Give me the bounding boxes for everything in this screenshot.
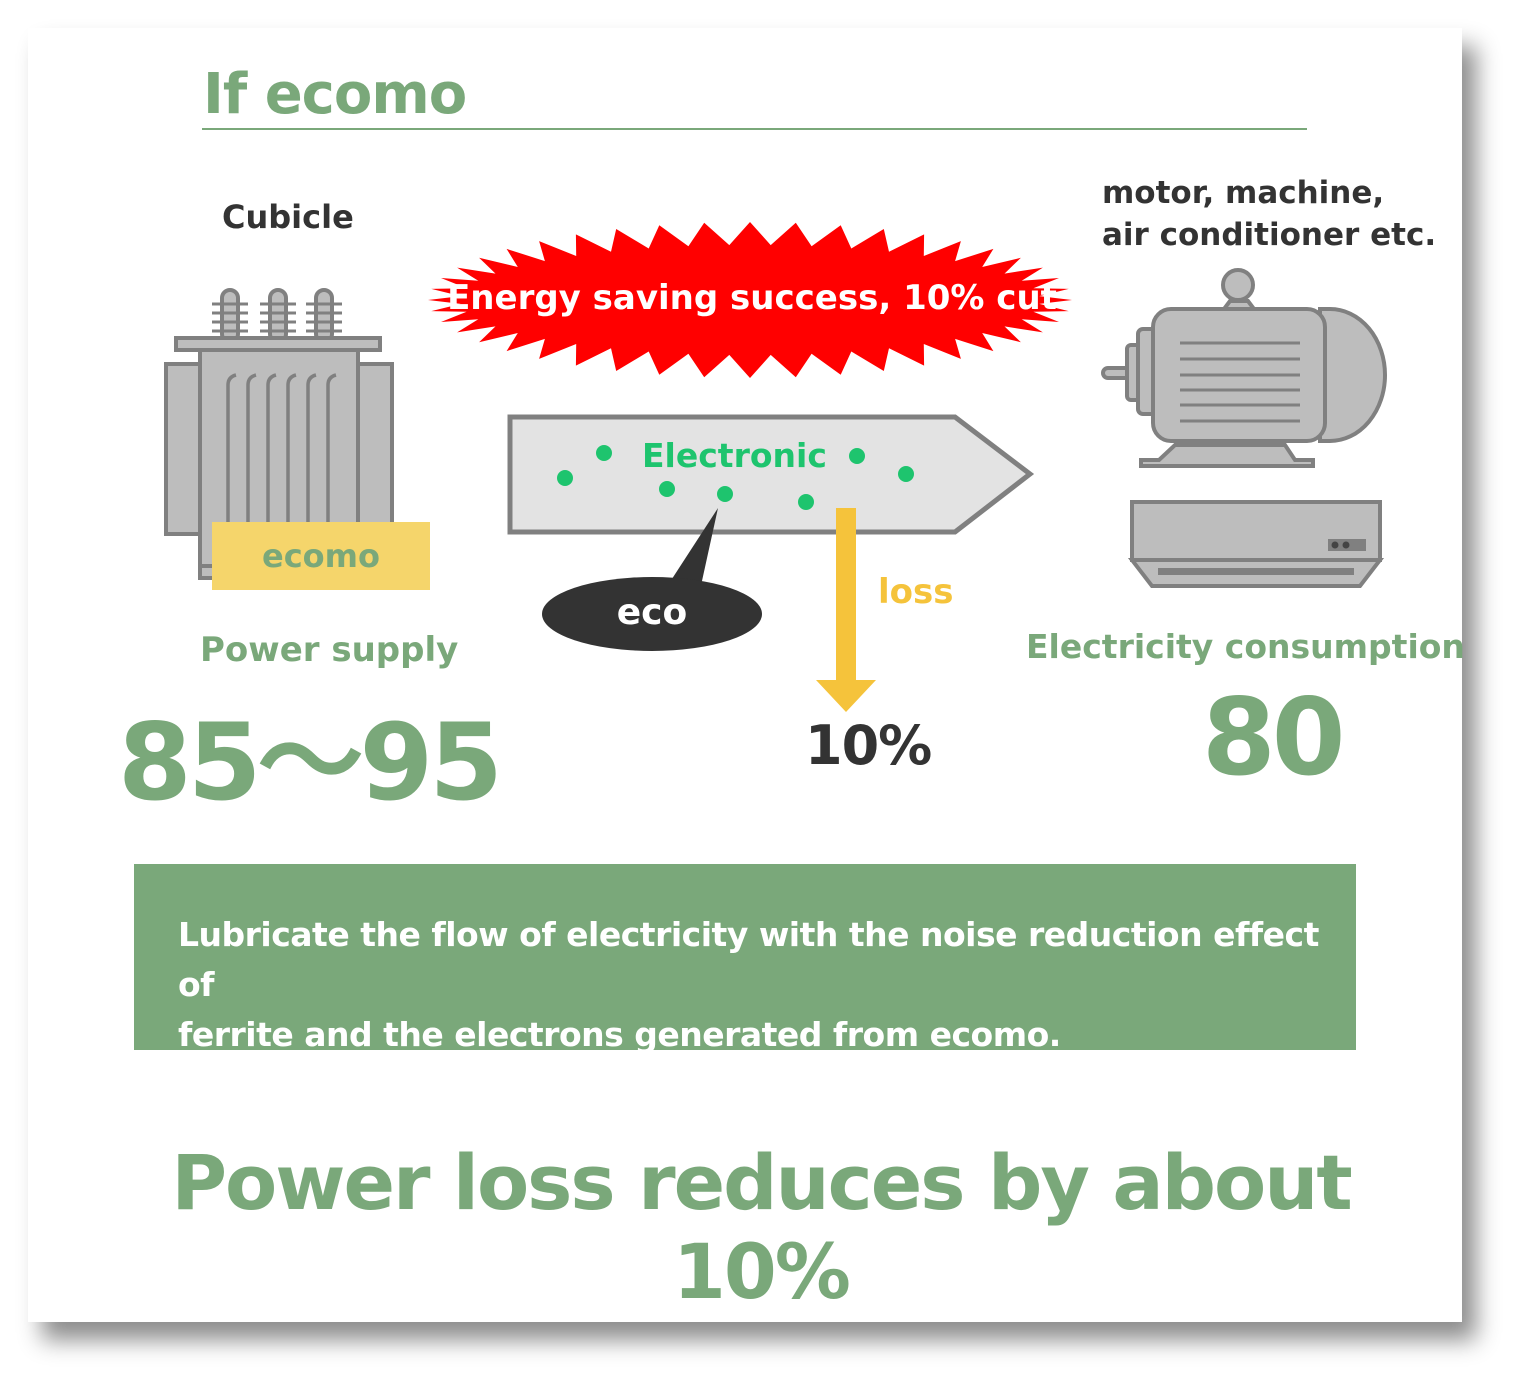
devices-label-line1: motor, machine,: [1102, 175, 1385, 211]
devices-label: motor, machine, air conditioner etc.: [1102, 172, 1436, 256]
electron-dot: [898, 466, 914, 482]
info-banner: Lubricate the flow of electricity with t…: [134, 864, 1356, 1054]
banner-line1: Lubricate the flow of electricity with t…: [178, 915, 1319, 1004]
banner-line2: ferrite and the electrons generated from…: [178, 1015, 1061, 1054]
electronic-label: Electronic: [642, 436, 827, 475]
cubicle-label: Cubicle: [222, 198, 354, 236]
electron-dot: [596, 445, 612, 461]
power-supply-value: 85～95: [118, 701, 503, 824]
motor-icon: [1101, 268, 1387, 468]
electron-dot: [659, 481, 675, 497]
electron-dot: [849, 448, 865, 464]
electron-dot: [717, 486, 733, 502]
air-conditioner-icon: [1127, 500, 1385, 588]
page-title: If ecomo: [203, 62, 467, 127]
electron-dot: [798, 494, 814, 510]
loss-label: loss: [878, 572, 954, 612]
electron-dot: [557, 470, 573, 486]
power-supply-caption: Power supply: [200, 630, 459, 670]
loss-value: 10%: [805, 714, 932, 777]
devices-label-line2: air conditioner etc.: [1102, 217, 1437, 253]
consumption-value: 80: [1202, 676, 1346, 799]
consumption-caption: Electricity consumption: [1026, 627, 1465, 666]
footer-headline: Power loss reduces by about 10%: [171, 1138, 1352, 1316]
ecomo-badge: ecomo: [212, 522, 430, 590]
burst-text: Energy saving success, 10% cut: [447, 278, 1057, 318]
title-divider: [202, 128, 1307, 130]
starburst-polygon: [428, 222, 1072, 378]
eco-bubble-text: eco: [616, 592, 688, 633]
